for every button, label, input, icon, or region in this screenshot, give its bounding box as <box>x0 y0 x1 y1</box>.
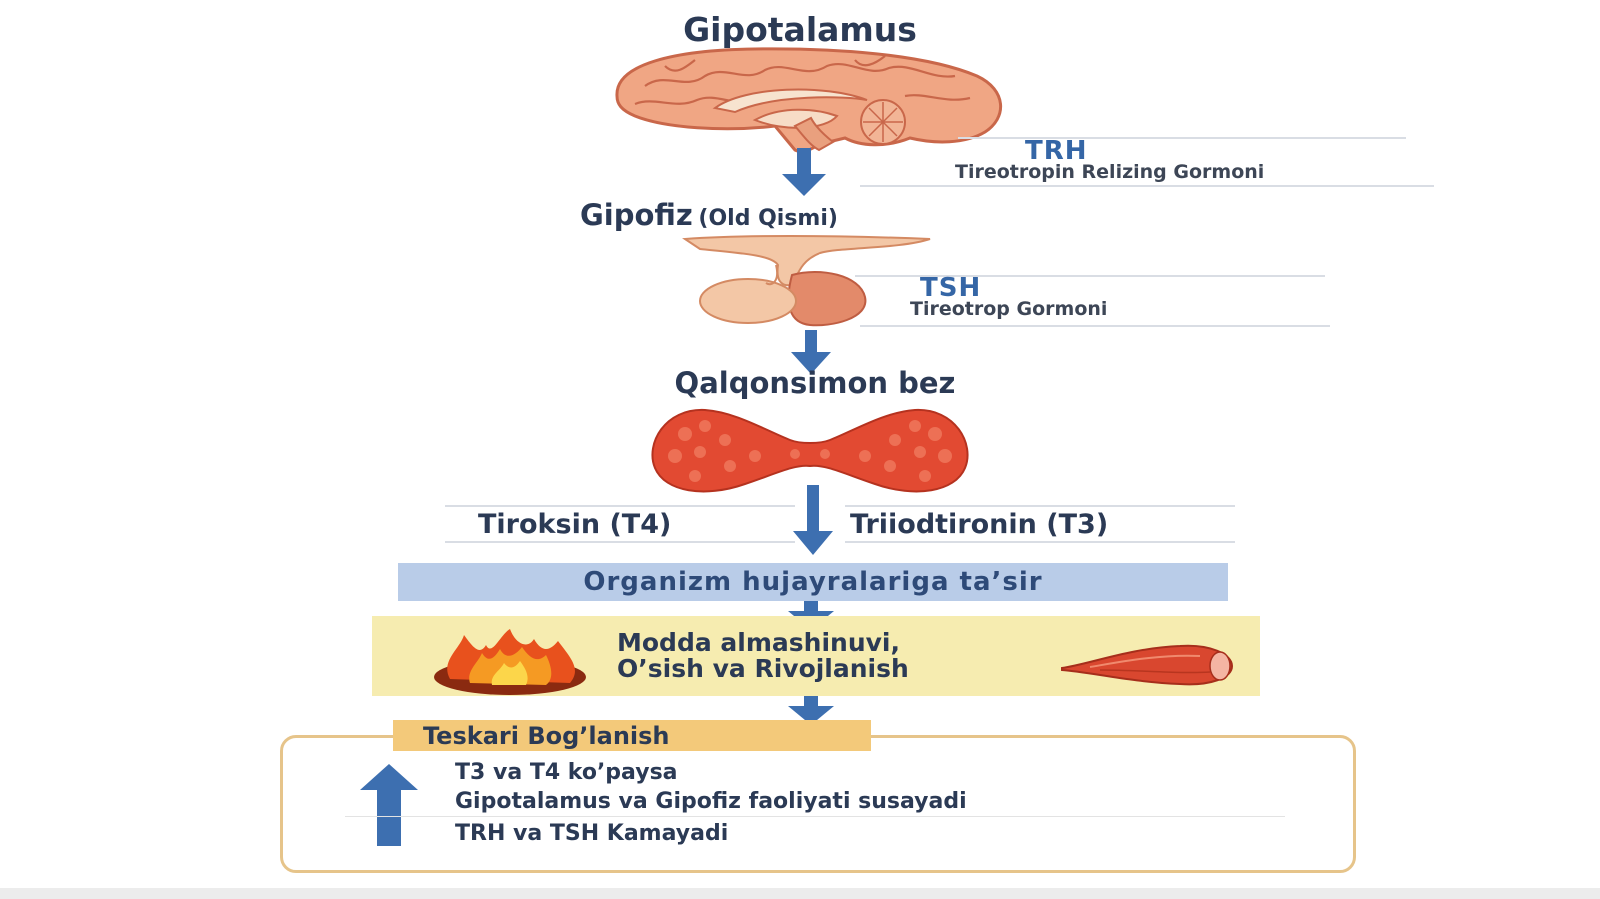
metabolism-line-2: O’sish va Rivojlanish <box>617 654 909 683</box>
tsh-full-name: Tireotrop Gormoni <box>910 298 1108 320</box>
brain-icon <box>615 47 1002 154</box>
trh-full-name: Tireotropin Relizing Gormoni <box>955 161 1265 183</box>
hypothalamus-title: Gipotalamus <box>683 10 917 49</box>
tsh-label: TSH <box>920 273 982 303</box>
arrow-down-icon <box>788 696 834 725</box>
thyroid-gland-icon <box>651 408 969 493</box>
feedback-line-3: TRH va TSH Kamayadi <box>455 821 729 846</box>
t3-top-rule <box>845 505 1235 507</box>
arrow-up-icon <box>360 764 418 846</box>
feedback-line-1: T3 va T4 ko’paysa <box>455 760 678 785</box>
thyroxine-label: Tiroksin (T4) <box>478 509 672 540</box>
effect-banner: Organizm hujayralariga ta’sir <box>398 563 1228 601</box>
tsh-top-rule <box>855 275 1325 277</box>
pituitary-gland-icon <box>682 235 931 327</box>
t3-bottom-rule <box>845 541 1235 543</box>
feedback-panel <box>280 735 1356 873</box>
arrow-down-icon <box>793 485 833 555</box>
thyroid-title: Qalqonsimon bez <box>674 366 956 400</box>
t4-top-rule <box>445 505 795 507</box>
feedback-title: Teskari Bog’lanish <box>423 722 670 750</box>
tsh-bottom-rule <box>860 325 1330 327</box>
pituitary-title: Gipofiz (Old Qismi) <box>580 198 838 232</box>
feedback-title-tab: Teskari Bog’lanish <box>393 720 871 751</box>
arrow-down-icon <box>791 330 831 374</box>
arrow-down-icon <box>782 148 826 196</box>
metabolism-text: Modda almashinuvi, O’sish va Rivojlanish <box>617 630 909 682</box>
pituitary-title-qualifier: (Old Qismi) <box>698 206 838 231</box>
feedback-divider <box>345 816 1285 817</box>
metabolism-line-1: Modda almashinuvi, <box>617 628 900 657</box>
effect-label: Organizm hujayralariga ta’sir <box>583 567 1043 597</box>
trh-label: TRH <box>1025 136 1088 166</box>
trh-bottom-rule <box>860 185 1434 187</box>
triiodothyronine-label: Triiodtironin (T3) <box>850 509 1109 540</box>
flame-icon <box>434 629 586 695</box>
bottom-strip <box>0 888 1600 899</box>
t4-bottom-rule <box>445 541 795 543</box>
muscle-icon <box>1061 644 1234 686</box>
feedback-line-2: Gipotalamus va Gipofiz faoliyati susayad… <box>455 789 967 814</box>
trh-top-rule <box>958 137 1406 139</box>
pituitary-title-main: Gipofiz <box>580 198 693 232</box>
